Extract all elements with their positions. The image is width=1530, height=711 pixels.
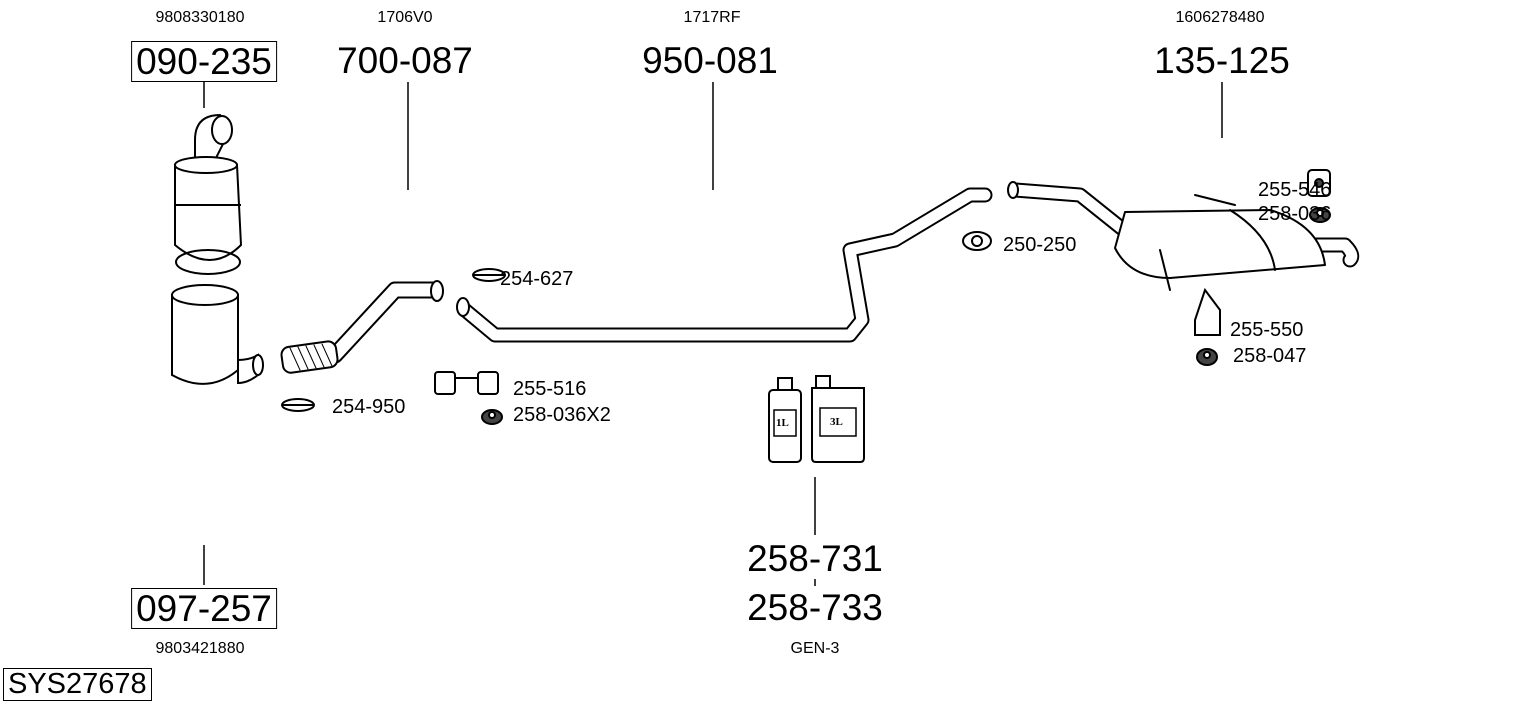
accessory-label[interactable]: 254-950 — [332, 396, 406, 418]
part-number-additive[interactable]: 258-733 — [747, 587, 883, 628]
oe-number: 1717RF — [683, 9, 741, 26]
part-number-front-pipe[interactable]: 700-087 — [337, 40, 473, 81]
nut-icon-258-047 — [1196, 348, 1218, 366]
accessory-label[interactable]: 250-250 — [1003, 234, 1077, 256]
nut-icon-258-036X2 — [481, 409, 503, 425]
clamp-icon-254-627 — [472, 268, 506, 282]
front-pipe-drawing — [280, 280, 444, 374]
part-number-dpf[interactable]: 097-257 — [131, 588, 277, 629]
dpf-drawing — [171, 284, 264, 385]
part-number-rear-silencer[interactable]: 135-125 — [1154, 40, 1290, 81]
nut-icon-258-036 — [1309, 207, 1331, 223]
middle-pipe-drawing — [456, 187, 993, 343]
accessory-label[interactable]: 255-550 — [1230, 319, 1304, 341]
part-number-additive[interactable]: 258-731 — [747, 538, 883, 579]
hanger-icon-255-516 — [434, 371, 499, 395]
accessory-label[interactable]: 258-036X2 — [513, 404, 611, 426]
accessory-label[interactable]: 258-047 — [1233, 345, 1307, 367]
accessory-label[interactable]: 254-627 — [500, 268, 574, 290]
oe-number: 1706V0 — [377, 9, 433, 26]
additive-note: GEN-3 — [790, 640, 840, 657]
clamp-icon-250-250 — [962, 231, 992, 251]
bottle-label: 1L — [776, 417, 789, 429]
hanger-icon-255-546 — [1307, 169, 1331, 197]
bracket-icon-255-550 — [1194, 287, 1221, 336]
accessory-label[interactable]: 258-036 — [1258, 203, 1332, 225]
oe-number: 1606278480 — [1175, 9, 1265, 26]
part-number-cat[interactable]: 090-235 — [131, 41, 277, 82]
system-code: SYS27678 — [3, 668, 152, 701]
accessory-label[interactable]: 255-546 — [1258, 179, 1332, 201]
accessory-icons — [281, 169, 1331, 425]
rear-silencer-drawing — [1007, 181, 1360, 291]
clamp-icon-254-950 — [281, 398, 315, 412]
part-number-middle-pipe[interactable]: 950-081 — [642, 40, 778, 81]
canister-label: 3L — [830, 416, 843, 428]
catalytic-converter-drawing — [174, 113, 243, 275]
oe-number: 9803421880 — [155, 640, 245, 657]
accessory-label[interactable]: 255-516 — [513, 378, 587, 400]
oe-number: 9808330180 — [155, 9, 245, 26]
additive-bottles-drawing — [768, 375, 865, 463]
